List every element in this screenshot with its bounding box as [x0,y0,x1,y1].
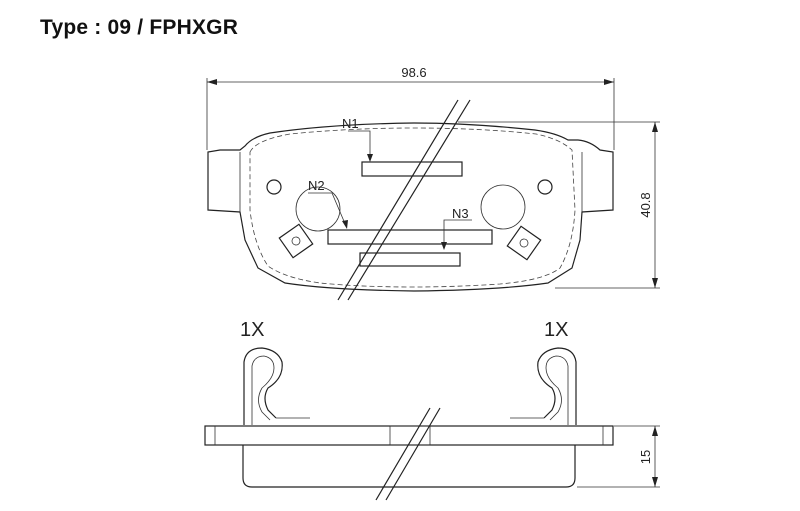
height-dimension-label: 40.8 [638,192,653,217]
callout-n2-label: N2 [308,178,325,193]
thickness-dimension-label: 15 [638,450,653,464]
height-dimension: 40.8 [458,121,660,289]
width-dimension-label: 98.6 [401,65,426,80]
pad-top-view [207,99,614,301]
callout-n1: N1 [342,116,373,162]
callout-n3: N3 [441,206,472,250]
callout-n3-label: N3 [452,206,469,221]
callout-n2: N2 [308,178,348,229]
right-clip-qty: 1X [544,319,568,341]
left-clip-qty: 1X [240,319,264,341]
pad-side-view [204,347,614,501]
width-dimension: 98.6 [206,65,615,150]
thickness-dimension: 15 [577,425,660,488]
callout-n1-label: N1 [342,116,359,131]
page-title: Type : 09 / FPHXGR [40,16,239,39]
